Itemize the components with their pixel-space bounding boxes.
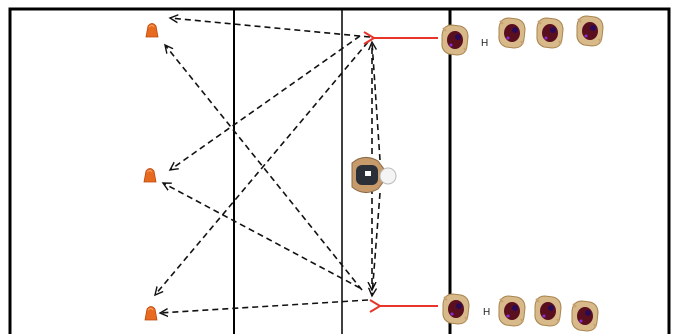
player-icon <box>570 300 599 332</box>
player-icon <box>535 17 564 49</box>
coach-icon <box>351 157 397 193</box>
player-arrows <box>363 31 438 313</box>
pass-arrow <box>163 183 361 289</box>
player-icon <box>533 295 562 327</box>
player-line-bottom-label: H <box>483 307 490 318</box>
pass-arrow <box>155 41 369 295</box>
pass-arrows <box>155 18 381 313</box>
pass-arrow <box>160 299 369 313</box>
court-boundary <box>8 7 671 334</box>
player-icon <box>441 293 470 325</box>
pass-arrow <box>372 42 381 161</box>
player-icon <box>497 295 526 327</box>
cone-icon <box>145 23 159 38</box>
player-icon <box>440 24 469 56</box>
player-line-bottom: H <box>441 293 599 332</box>
pass-arrow <box>170 18 371 38</box>
player-line-top: H <box>440 15 604 56</box>
pass-arrow <box>170 35 361 170</box>
cone-icon <box>143 168 157 183</box>
player-icon <box>497 17 526 49</box>
player-icon <box>575 15 604 47</box>
cone-icon <box>144 306 158 321</box>
pass-arrow <box>372 192 381 296</box>
pass-arrow <box>165 45 363 291</box>
player-line-top-label: H <box>481 38 488 49</box>
